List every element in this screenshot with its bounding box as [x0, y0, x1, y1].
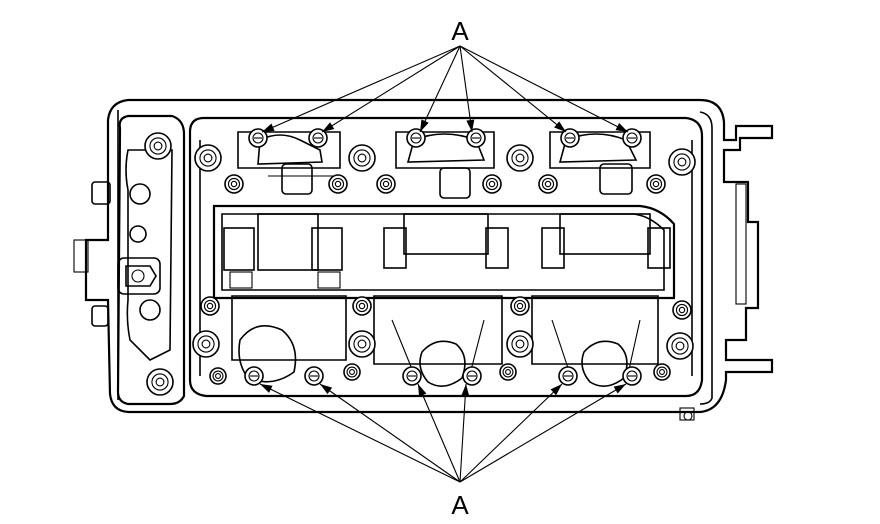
callout-leaders-bottom: [259, 383, 627, 483]
callout-leader: [419, 45, 461, 133]
head-bolt: [499, 363, 517, 381]
head-bolt: [200, 296, 220, 316]
valve-adjuster-screw: [560, 128, 580, 148]
head-bolt: [146, 368, 174, 396]
camshaft-channel: [212, 204, 676, 300]
valve-adjuster-screw: [308, 128, 328, 148]
head-bolt: [224, 174, 244, 194]
head-bolt: [482, 174, 502, 194]
valve-adjuster-screw: [248, 128, 268, 148]
valve-bridge-bottom-2: [373, 295, 503, 387]
callout-label-bottom: A: [451, 490, 469, 520]
head-bolt: [506, 144, 534, 172]
callout-leader: [459, 383, 470, 483]
valve-adjuster-screw: [558, 366, 578, 386]
valve-bridge-bottom-1: [231, 295, 347, 383]
callout-leader: [459, 45, 475, 133]
head-bolt: [348, 144, 376, 172]
callout-leader: [259, 383, 461, 483]
head-bolt: [672, 300, 692, 320]
valve-adjuster-screw: [622, 128, 642, 148]
head-bolt: [666, 332, 694, 360]
callout-leader: [319, 383, 461, 483]
head-bolt: [538, 174, 558, 194]
rocker-assembly-top-1: [237, 131, 341, 195]
callout-label-top: A: [451, 16, 469, 46]
valve-adjuster-screw: [462, 366, 482, 386]
head-bolt: [376, 174, 396, 194]
head-bolts: [144, 132, 696, 396]
head-bolt: [510, 296, 530, 316]
callout-leaders-top: [261, 45, 629, 133]
valve-adjuster-screw: [402, 366, 422, 386]
callout-leader: [417, 383, 461, 483]
callout-leader: [321, 45, 461, 133]
head-bolt: [209, 367, 227, 385]
valve-adjuster-screw: [304, 366, 324, 386]
head-bolt: [328, 174, 348, 194]
head-bolt: [348, 330, 376, 358]
head-bolt: [352, 296, 372, 316]
callout-leader: [459, 383, 563, 483]
valve-adjuster-screw: [244, 366, 264, 386]
camshaft-lobes: [223, 213, 671, 289]
valve-adjusters: [244, 128, 642, 386]
head-bolt: [343, 363, 361, 381]
head-bolt: [653, 363, 671, 381]
callout-leader: [459, 45, 567, 133]
head-bolt: [668, 148, 696, 176]
callout-leader: [459, 45, 629, 133]
left-end-cap: [116, 114, 186, 406]
head-bolt: [144, 132, 172, 160]
head-bolt: [192, 330, 220, 358]
head-bolt: [506, 330, 534, 358]
callout-leader: [261, 45, 461, 133]
head-bolt: [646, 174, 666, 194]
head-bolt: [194, 144, 222, 172]
valve-adjuster-screw: [466, 128, 486, 148]
valve-adjuster-screw: [622, 366, 642, 386]
callout-leader: [459, 383, 627, 483]
valve-adjuster-screw: [406, 128, 426, 148]
